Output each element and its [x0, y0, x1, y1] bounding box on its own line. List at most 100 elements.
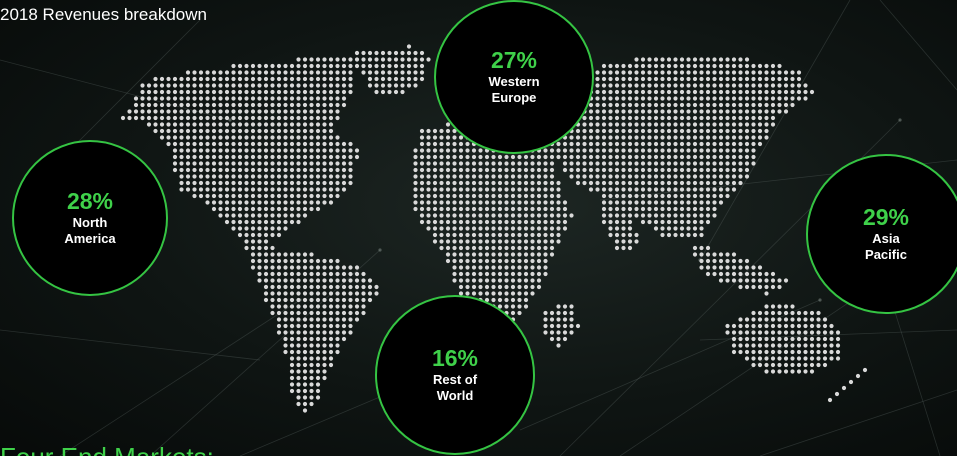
- map-dot: [822, 356, 828, 361]
- map-dot: [224, 109, 230, 114]
- map-dot: [718, 96, 724, 101]
- map-dot: [302, 193, 308, 199]
- map-dot: [660, 135, 665, 140]
- map-dot: [777, 362, 782, 368]
- map-dot: [458, 206, 464, 212]
- map-dot: [283, 148, 288, 153]
- map-dot: [738, 271, 743, 277]
- map-dot: [348, 174, 353, 179]
- map-dot: [712, 154, 717, 160]
- map-dot: [361, 271, 366, 277]
- map-dot: [621, 193, 626, 199]
- map-dot: [458, 291, 464, 296]
- map-dot: [731, 57, 737, 62]
- map-dot: [640, 122, 646, 127]
- map-dot: [634, 89, 639, 95]
- map-dot: [322, 291, 327, 296]
- map-dot: [367, 83, 373, 88]
- map-dot: [205, 96, 210, 101]
- map-dot: [309, 154, 314, 160]
- map-dot: [751, 278, 756, 283]
- map-dot: [211, 206, 217, 212]
- map-dot: [315, 148, 321, 153]
- map-dot: [595, 96, 600, 101]
- map-dot: [393, 83, 399, 88]
- map-dot: [523, 187, 529, 192]
- map-dot: [341, 89, 347, 95]
- map-dot: [133, 109, 139, 114]
- map-dot: [309, 343, 314, 348]
- map-dot: [640, 115, 646, 121]
- map-dot: [523, 226, 529, 231]
- map-dot: [822, 330, 828, 335]
- map-dot: [328, 70, 334, 75]
- map-dot: [744, 128, 750, 134]
- map-dot: [406, 70, 412, 75]
- map-dot: [614, 245, 620, 251]
- map-dot: [497, 297, 503, 303]
- map-dot: [263, 206, 269, 212]
- map-dot: [224, 161, 230, 166]
- map-dot: [328, 57, 334, 62]
- map-dot: [276, 310, 282, 316]
- map-dot: [725, 141, 730, 147]
- map-dot: [770, 304, 776, 309]
- map-dot: [302, 89, 308, 95]
- map-dot: [452, 141, 457, 147]
- map-dot: [517, 239, 522, 244]
- map-dot: [328, 343, 334, 348]
- map-dot: [400, 70, 405, 75]
- map-dot: [335, 304, 340, 309]
- map-dot: [237, 148, 243, 153]
- map-dot: [556, 141, 561, 147]
- map-dot: [731, 83, 737, 88]
- map-dot: [296, 401, 301, 407]
- map-dot: [796, 317, 802, 322]
- map-dot: [562, 200, 568, 205]
- map-dot: [283, 102, 288, 108]
- map-dot: [302, 343, 308, 348]
- map-dot: [796, 323, 802, 329]
- map-dot: [666, 63, 672, 69]
- map-dot: [647, 206, 652, 212]
- map-dot: [686, 180, 691, 186]
- map-dot: [302, 174, 308, 179]
- map-dot: [296, 252, 301, 257]
- map-dot: [328, 349, 334, 355]
- map-dot: [627, 206, 633, 212]
- map-dot: [731, 122, 737, 127]
- map-dot: [309, 128, 314, 134]
- map-dot: [289, 252, 295, 257]
- map-dot: [725, 252, 730, 257]
- map-dot: [439, 245, 444, 251]
- map-dot: [504, 239, 509, 244]
- map-dot: [315, 356, 321, 361]
- map-dot: [276, 167, 282, 173]
- map-dot: [614, 200, 620, 205]
- map-dot: [153, 89, 158, 95]
- map-dot: [309, 330, 314, 335]
- map-dot: [309, 369, 314, 374]
- map-dot: [731, 148, 737, 153]
- map-dot: [224, 70, 230, 75]
- map-dot: [257, 167, 262, 173]
- map-dot: [224, 76, 230, 82]
- map-dot: [263, 96, 269, 101]
- map-dot: [497, 271, 503, 277]
- map-dot: [530, 187, 535, 192]
- map-dot: [705, 96, 711, 101]
- map-dot: [575, 323, 581, 329]
- map-dot: [523, 167, 529, 173]
- map-dot: [692, 193, 698, 199]
- map-dot: [348, 161, 353, 166]
- map-dot: [224, 122, 230, 127]
- map-dot: [458, 245, 464, 251]
- map-dot: [757, 63, 763, 69]
- map-dot: [692, 252, 698, 257]
- map-dot: [445, 252, 451, 257]
- map-dot: [725, 57, 730, 62]
- map-dot: [712, 83, 717, 88]
- map-dot: [621, 174, 626, 179]
- map-dot: [341, 265, 347, 270]
